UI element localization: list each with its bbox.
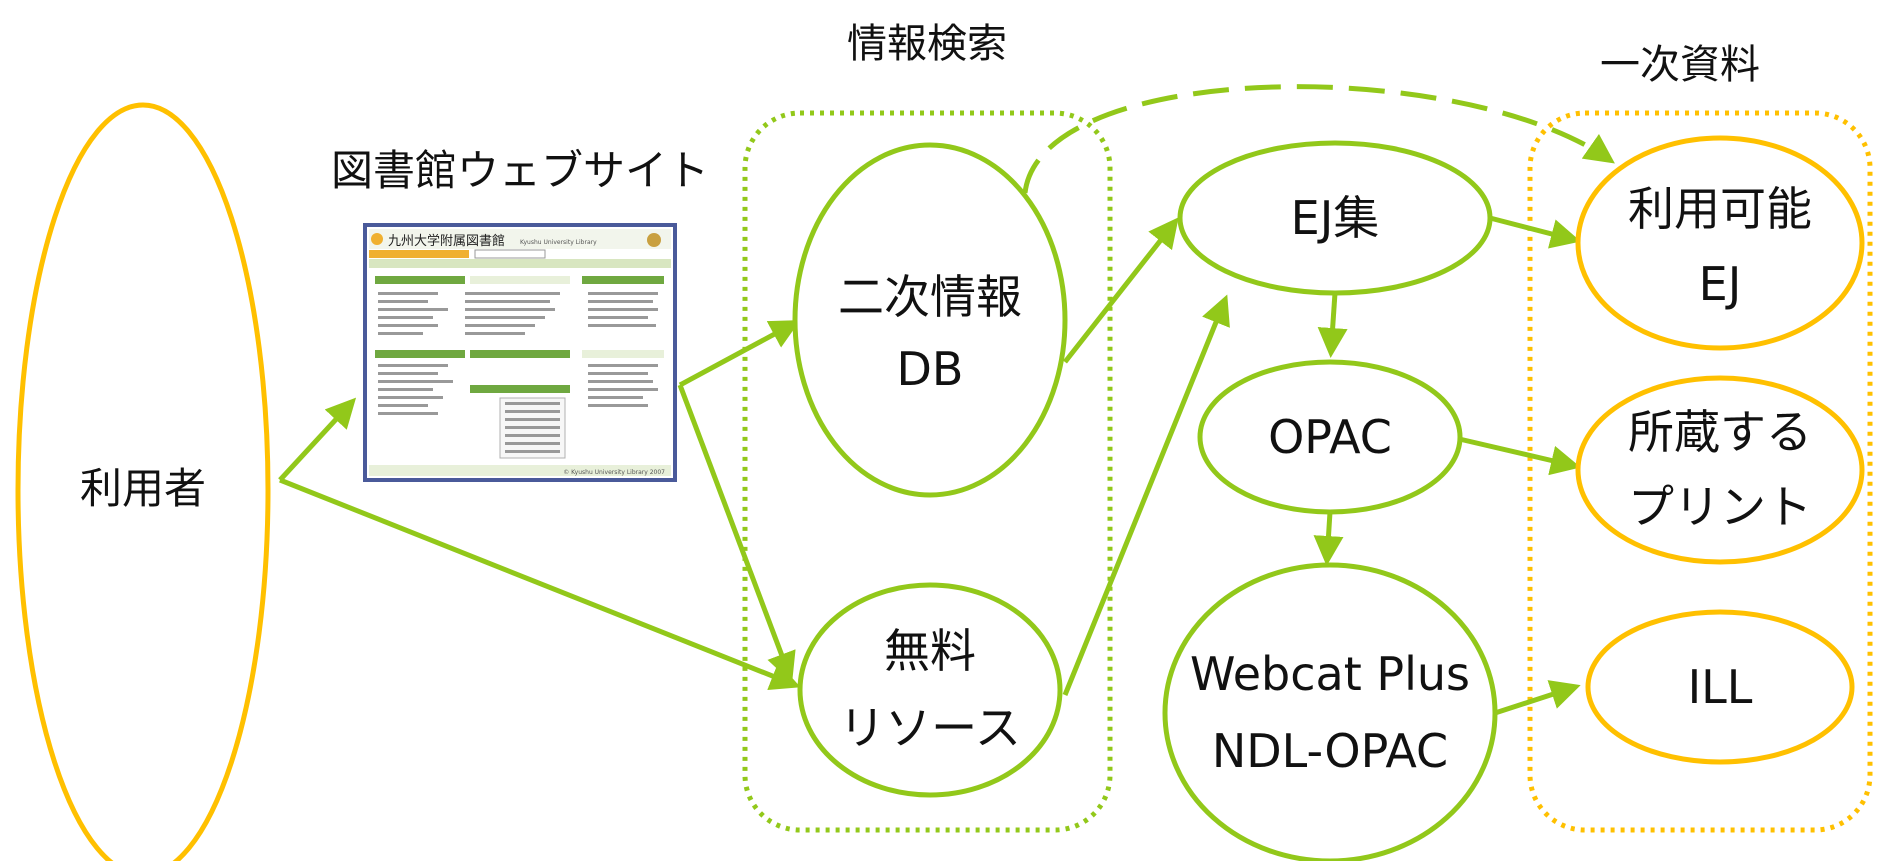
opac-label: OPAC	[1268, 410, 1392, 464]
arrow-ej-to-available	[1489, 215, 1581, 249]
holdings-print-label-line2: プリント	[1628, 480, 1812, 534]
webcat-node	[1162, 562, 1498, 861]
secondary-db-node	[792, 142, 1068, 498]
arrow-free-to-ej	[1062, 294, 1230, 696]
arrow-opac-to-print	[1454, 435, 1581, 476]
search-section-title: 情報検索	[847, 21, 1007, 67]
ill-node	[1585, 609, 1855, 765]
available-ej-node	[1575, 135, 1865, 351]
ej-collection-node	[1177, 140, 1493, 296]
ej-collection-label: EJ集	[1291, 191, 1380, 245]
arrow-db-to-ej	[1063, 217, 1179, 364]
user-node	[15, 102, 271, 861]
primary-section-title: 一次資料	[1600, 42, 1760, 88]
user-label: 利用者	[80, 464, 206, 513]
arrow-website-to-free	[677, 384, 796, 683]
arrow-opac-to-webcat	[1313, 511, 1344, 566]
arrow-user-to-free	[279, 477, 801, 691]
secondary-db-label-line2: DB	[897, 342, 964, 396]
arrow-user-to-website	[278, 397, 357, 482]
holdings-print-label-line1: 所蔵する	[1628, 405, 1812, 459]
ill-label: ILL	[1688, 660, 1753, 714]
search-group-box	[742, 110, 1113, 833]
free-resources-label-line1: 無料	[884, 624, 976, 678]
opac-node	[1197, 359, 1463, 515]
thumbnail-site-name-en: Kyushu University Library	[520, 239, 597, 246]
webcat-label-line1: Webcat Plus	[1190, 647, 1470, 701]
arrow-db-to-available-dashed	[1022, 84, 1615, 194]
free-resources-label-line2: リソース	[839, 701, 1021, 755]
secondary-db-label-line1: 二次情報	[838, 270, 1022, 324]
arrow-ej-to-opac	[1317, 292, 1348, 358]
available-ej-label-line1: 利用可能	[1628, 182, 1812, 236]
website-screenshot: 九州大学附属図書館 Kyushu University Library	[363, 223, 677, 482]
webcat-label-line2: NDL-OPAC	[1212, 724, 1448, 778]
website-title: 図書館ウェブサイト	[331, 146, 709, 195]
arrow-webcat-to-ill	[1494, 680, 1581, 716]
free-resources-node	[797, 582, 1063, 798]
available-ej-label-line2: EJ	[1699, 257, 1742, 311]
thumbnail-site-name: 九州大学附属図書館	[388, 233, 505, 249]
thumbnail-footer: © Kyushu University Library 2007	[563, 469, 665, 476]
holdings-print-node	[1575, 375, 1865, 565]
arrow-website-to-db	[678, 320, 801, 388]
